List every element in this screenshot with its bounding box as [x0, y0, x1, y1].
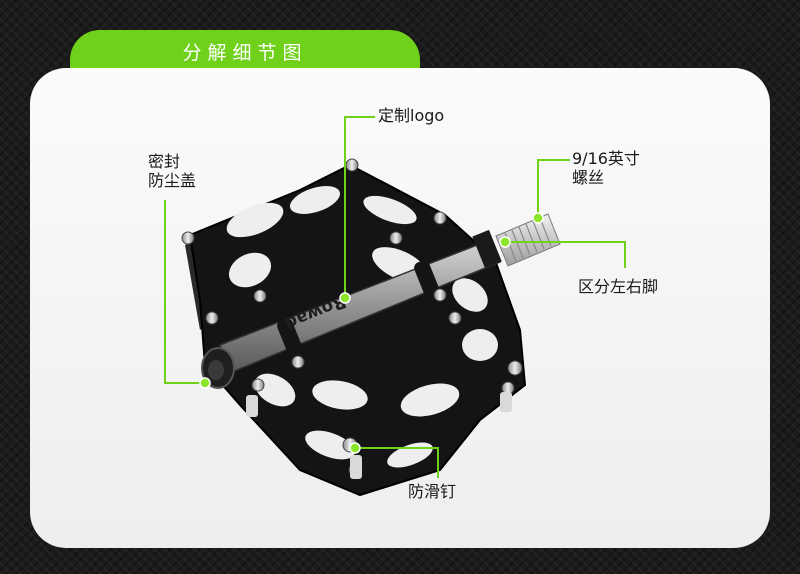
callout-dots: [199, 212, 544, 454]
section-title: 分解细节图: [182, 42, 308, 64]
callout-dot-anti-slip: [349, 442, 361, 454]
callout-thread-line1: 9/16英寸: [572, 149, 640, 168]
callout-thread-line2: 螺丝: [572, 168, 605, 187]
pedal-cage: [188, 163, 527, 497]
callout-anti-slip: 防滑钉: [408, 482, 456, 501]
callout-seal-line1: 密封: [148, 152, 181, 171]
callout-seal-line2: 防尘盖: [148, 171, 197, 190]
callout-dot-logo: [339, 292, 351, 304]
dust-cap: [201, 347, 235, 389]
callout-leader-lines: [164, 116, 626, 478]
callout-logo-text: 定制logo: [378, 106, 445, 125]
pedal-axle: [218, 229, 502, 373]
callout-custom-logo: 定制logo: [378, 106, 444, 125]
callout-dot-thread: [532, 212, 544, 224]
callout-thread-spec: 9/16英寸 螺丝: [572, 149, 640, 187]
callout-left-right: 区分左右脚: [578, 277, 658, 296]
callout-dot-left-right: [499, 236, 511, 248]
callout-dot-seal: [199, 377, 211, 389]
callout-seal-dust-cap: 密封 防尘盖: [148, 152, 196, 190]
callout-left-right-text: 区分左右脚: [578, 277, 659, 296]
callout-anti-slip-text: 防滑钉: [408, 482, 457, 501]
